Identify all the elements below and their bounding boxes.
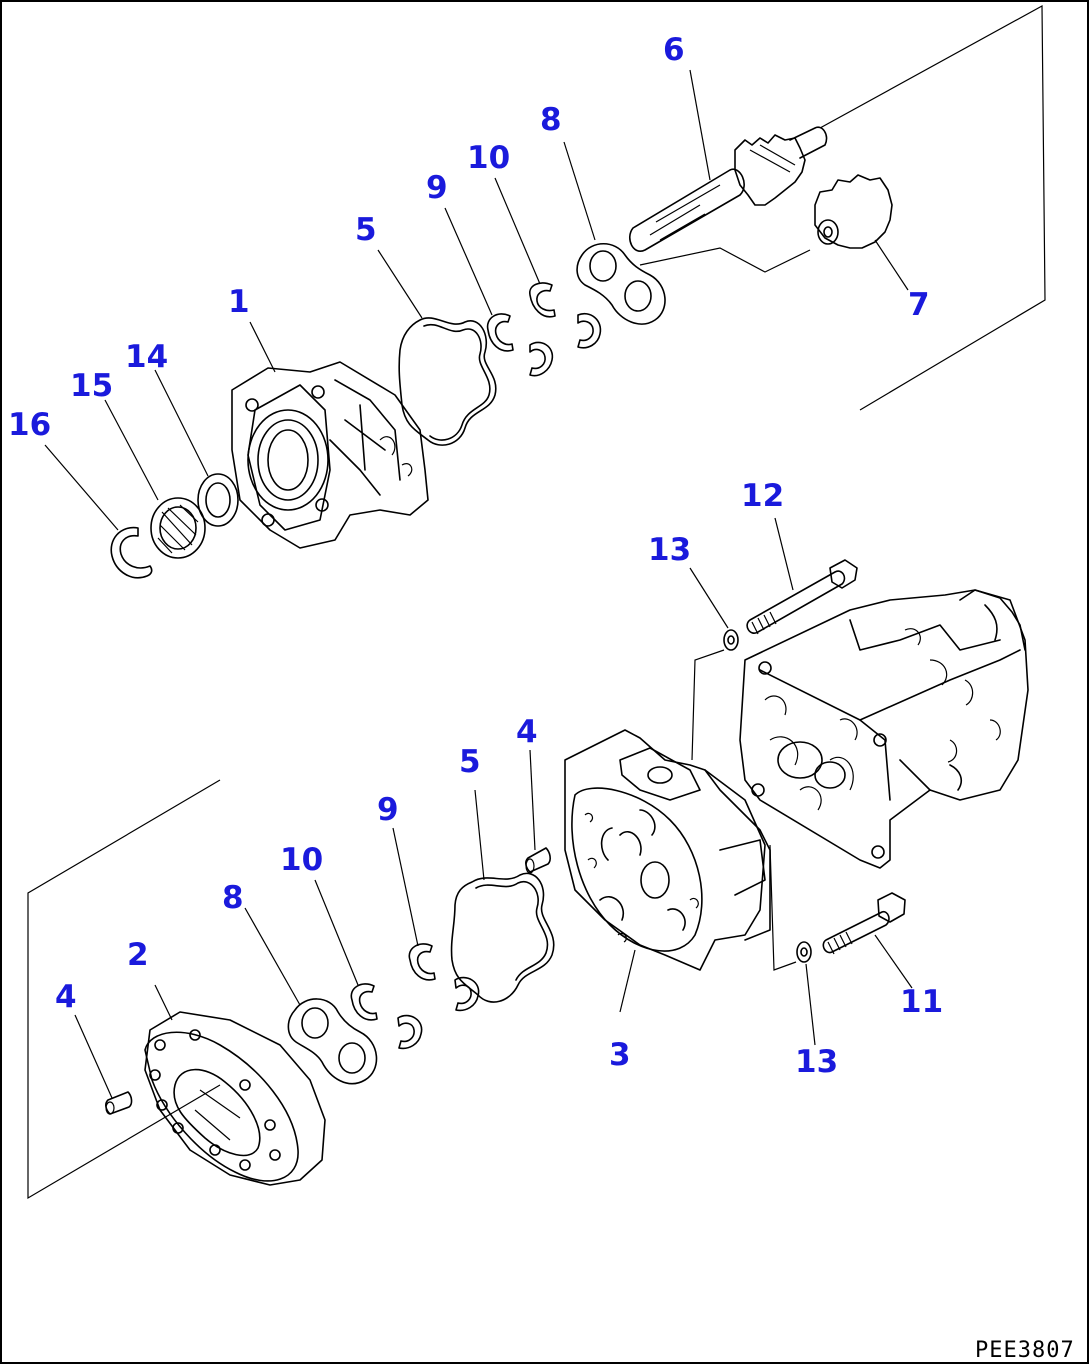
part-9-ring-upper — [486, 313, 554, 377]
callout-14: 14 — [125, 339, 168, 375]
callout-6: 6 — [663, 32, 685, 68]
part-16-snap-ring — [110, 526, 153, 579]
part-14-washer — [197, 473, 239, 527]
part-8-plate-lower — [287, 998, 378, 1085]
part-12-bolt — [746, 559, 858, 635]
callout-10-lower: 10 — [280, 842, 323, 878]
part-5-gasket-lower — [450, 872, 555, 1003]
callout-5-upper: 5 — [355, 212, 377, 248]
leader-lines — [44, 69, 913, 1099]
callout-2: 2 — [127, 937, 149, 973]
alignment-line-bolt-11 — [769, 844, 797, 971]
drawing-code: PEE3807 — [975, 1338, 1075, 1363]
part-5-gasket-upper — [398, 317, 497, 446]
part-1-front-cover — [231, 361, 429, 549]
part-11-bolt — [822, 892, 906, 955]
part-10-ring-lower — [350, 983, 423, 1050]
callout-9-upper: 9 — [426, 170, 448, 206]
callout-13-upper: 13 — [648, 532, 691, 568]
callout-15: 15 — [70, 368, 113, 404]
part-7-driven-gear — [814, 174, 893, 249]
part-8-plate-upper — [576, 242, 666, 325]
callout-8-lower: 8 — [222, 880, 244, 916]
callout-10-upper: 10 — [467, 140, 510, 176]
part-2-rear-cover — [144, 1011, 326, 1186]
part-6-drive-shaft — [629, 126, 828, 252]
part-9-ring-lower — [408, 943, 480, 1012]
callout-9-lower: 9 — [377, 792, 399, 828]
part-10-ring-upper — [529, 282, 602, 349]
pump-body-assembly — [739, 589, 1029, 869]
callout-8-upper: 8 — [540, 102, 562, 138]
callout-7: 7 — [908, 287, 930, 323]
part-15-oil-seal — [150, 497, 206, 559]
part-13-washer-lower — [796, 941, 812, 963]
part-4-dowel-lower — [105, 1091, 133, 1115]
callout-16: 16 — [8, 407, 51, 443]
callout-1: 1 — [228, 284, 250, 320]
alignment-line-bolt-12 — [691, 649, 725, 761]
callout-labels: 1 2 3 4 4 5 5 6 7 8 8 9 9 10 10 11 12 13… — [8, 32, 943, 1080]
callout-4-lower: 4 — [55, 979, 77, 1015]
callout-3: 3 — [609, 1037, 631, 1073]
callout-13-lower: 13 — [795, 1044, 838, 1080]
part-4-dowel-upper — [525, 847, 551, 874]
part-3-gear-case — [564, 729, 771, 971]
upper-group-boundary — [819, 4, 1046, 411]
callout-5-lower: 5 — [459, 744, 481, 780]
callout-12: 12 — [741, 478, 784, 514]
callout-4-upper: 4 — [516, 714, 538, 750]
lower-group-boundary — [27, 779, 221, 1200]
alignment-line-upper — [639, 247, 811, 273]
callout-11: 11 — [900, 984, 943, 1020]
part-13-washer-upper — [723, 629, 739, 651]
